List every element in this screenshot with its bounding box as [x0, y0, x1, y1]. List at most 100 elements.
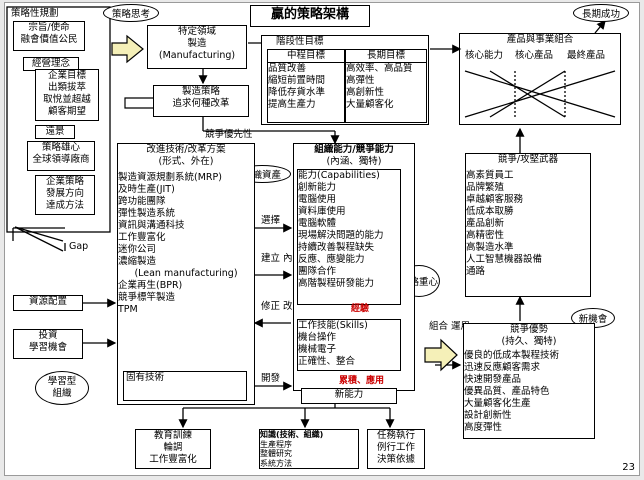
advantage-4: 優異品質、產品特色 — [464, 386, 550, 397]
combine-label: 組合 運用 — [429, 321, 470, 333]
field-line-1: 特定領域 — [177, 26, 216, 37]
invest-line-2: 學習機會 — [28, 342, 67, 353]
advantage-7: 高度彈性 — [464, 422, 503, 433]
training-line-2: 輪調 — [163, 442, 183, 453]
improvement-item-7: 迷你公司 — [118, 244, 157, 255]
page-title: 贏的策略架構 — [250, 5, 370, 27]
strategic-planning-label: 策略性規劃 — [11, 8, 59, 19]
weapon-5: 產品創新 — [466, 218, 505, 229]
lean-item-3: TPM — [118, 304, 138, 315]
mid-goal-2: 縮短前置時間 — [268, 75, 326, 86]
products-business-title: 產品與事業組合 — [506, 34, 574, 45]
goal-line-2: 出類拔萃 — [47, 82, 86, 93]
advantage-title-1: 競爭優勢 — [509, 324, 548, 335]
ambition-line-1: 策略雄心 — [41, 142, 80, 153]
advantage-5: 大量顧客化生產 — [464, 398, 531, 409]
strategy-line-3: 達成方法 — [45, 200, 84, 211]
strategic-thinking-oval: 策略思考 — [103, 4, 159, 22]
task-1: 任務執行 — [376, 430, 415, 441]
advantage-1: 優良的低成本製程技術 — [464, 350, 560, 361]
training-box: 教育訓練 輪調 工作豐富化 — [135, 429, 211, 469]
knowledge-3: 系統方法 — [260, 458, 292, 468]
improvement-item-6: 工作豐富化 — [118, 232, 166, 243]
learning-org-line-1: 學習型 — [47, 376, 77, 387]
knowledge-box: 知識(技術、組織) 生產程序 整體研究 系統方法 — [259, 429, 359, 469]
learning-org-oval: 學習型 組織 — [35, 371, 89, 405]
goal-line-3: 取悅並超越 — [43, 94, 91, 105]
select-label: 選擇 — [261, 215, 281, 226]
mid-goal-3: 降低存貨水準 — [268, 87, 326, 98]
improvement-title-1: 改進技術/改革方案 — [146, 144, 226, 155]
knowledge-2: 整體研究 — [260, 449, 292, 458]
competitive-priority-label: 競爭優先性 — [205, 129, 253, 140]
advantage-box: 競爭優勢 (持久、獨特) 優良的低成本製程技術 迅速反應顧客需求 快速開發產品 … — [463, 323, 595, 439]
task-3: 決策依據 — [376, 454, 415, 465]
inherent-tech-box: 固有技術 — [123, 371, 247, 401]
mid-term-box: 中程目標 品質改善 縮短前置時間 降低存貨水準 提高生產力 — [267, 49, 345, 123]
advantage-2: 迅速反應顧客需求 — [464, 362, 541, 373]
gap-label: Gap — [69, 241, 89, 252]
weapon-1: 高素質員工 — [466, 170, 514, 181]
long-term-box: 長期目標 高效率、高品質 高彈性 高創新性 大量顧客化 — [345, 49, 427, 123]
capability-4: 資料庫使用 — [298, 206, 346, 217]
training-line-3: 工作豐富化 — [149, 454, 197, 465]
training-line-1: 教育訓練 — [153, 430, 192, 441]
capability-6: 現場解決問題的能力 — [298, 230, 384, 241]
enterprise-strategy-box: 企業策略 發展方向 達成方法 — [35, 175, 95, 215]
mfg-strategy-line-1: 製造策略 — [181, 86, 220, 97]
core-product-header: 核心產品 — [515, 50, 554, 61]
revise-label: 修正 改良 — [261, 301, 302, 313]
skill-2: 機械電子 — [298, 344, 337, 355]
core-competence-header: 核心能力 — [465, 50, 504, 61]
improvement-box: 改進技術/改革方案 (形式、外在) 製造資源規劃系統(MRP) 及時生產(JIT… — [117, 143, 255, 405]
mission-line-2: 融會價值公民 — [20, 34, 78, 45]
end-product-header: 最終產品 — [567, 50, 606, 61]
weapon-7: 高製造水準 — [466, 242, 514, 253]
enterprise-goals-box: 企業目標 出類拔萃 取悅並超越 顧客期望 — [35, 69, 99, 121]
knowledge-1: 生產程序 — [260, 439, 292, 449]
long-goal-4: 大量顧客化 — [346, 99, 394, 110]
experience-label: 經驗 — [351, 304, 370, 314]
inherent-tech-label: 固有技術 — [126, 372, 165, 383]
invest-line-1: 投資 — [38, 330, 58, 341]
mfg-strategy-line-2: 追求何種改革 — [172, 98, 230, 109]
capability-8: 反應、應變能力 — [298, 254, 365, 265]
connector-lines — [6, 6, 616, 429]
lean-heading: (Lean manufacturing) — [134, 268, 238, 279]
weapon-8: 人工智慧機器設備 — [466, 254, 543, 265]
combine-line-2: 運用 — [451, 321, 471, 332]
capability-5: 電腦軟體 — [298, 218, 337, 229]
accumulate-label: 累積、應用 — [339, 376, 385, 386]
weapon-9: 通路 — [466, 266, 486, 277]
invest-box: 投資 學習機會 — [13, 329, 83, 359]
learning-org-line-2: 組織 — [52, 388, 72, 399]
capability-9: 團隊合作 — [298, 266, 337, 277]
internalize-line-1: 建立 — [261, 253, 281, 264]
advantage-6: 設計創新性 — [464, 410, 512, 421]
tasks-box: 任務執行 例行工作 決策依據 — [367, 429, 425, 469]
capability-2: 創新能力 — [298, 182, 337, 193]
develop-label: 開發 — [261, 373, 281, 384]
long-goal-2: 高彈性 — [346, 75, 375, 86]
ambition-line-2: 全球領導廠商 — [32, 154, 90, 165]
capability-7: 持續改善製程缺失 — [298, 242, 375, 253]
internalize-line-2: 內化 — [283, 253, 302, 264]
improvement-title-2: (形式、外在) — [158, 156, 214, 167]
capability-1: 能力(Capabilities) — [298, 170, 380, 181]
ambition-box: 策略雄心 全球領導廠商 — [27, 141, 95, 171]
capabilities-list: 能力(Capabilities) 創新能力 電腦使用 資料庫使用 電腦軟體 現場… — [297, 169, 401, 305]
mission-line-1: 宗旨/使命 — [28, 22, 70, 33]
resource-allocation-box: 資源配置 — [13, 295, 83, 311]
slide: 贏的策略架構 策略思考 長期成功 組織資產 策略重心 新機會 學習型 組織 策略… — [4, 2, 640, 476]
mid-goal-4: 提高生產力 — [268, 99, 316, 110]
weapons-box: 競爭/攻堅武器 高素質員工 品牌繁殖 卓越顧客服務 低成本取勝 產品創新 高精密… — [465, 153, 591, 297]
strategy-line-1: 企業策略 — [45, 176, 84, 187]
phased-goals-title: 階段性目標 — [276, 36, 324, 47]
vision-box: 遠景 — [35, 125, 75, 139]
page-number: 23 — [622, 462, 635, 473]
improvement-item-8: 濃縮製造 — [118, 256, 157, 267]
task-2: 例行工作 — [376, 442, 415, 453]
internalize-label: 建立 內化 — [261, 253, 302, 265]
improvement-item-3: 跨功能團隊 — [118, 196, 166, 207]
skills-heading: 工作技能(Skills) — [298, 320, 368, 331]
